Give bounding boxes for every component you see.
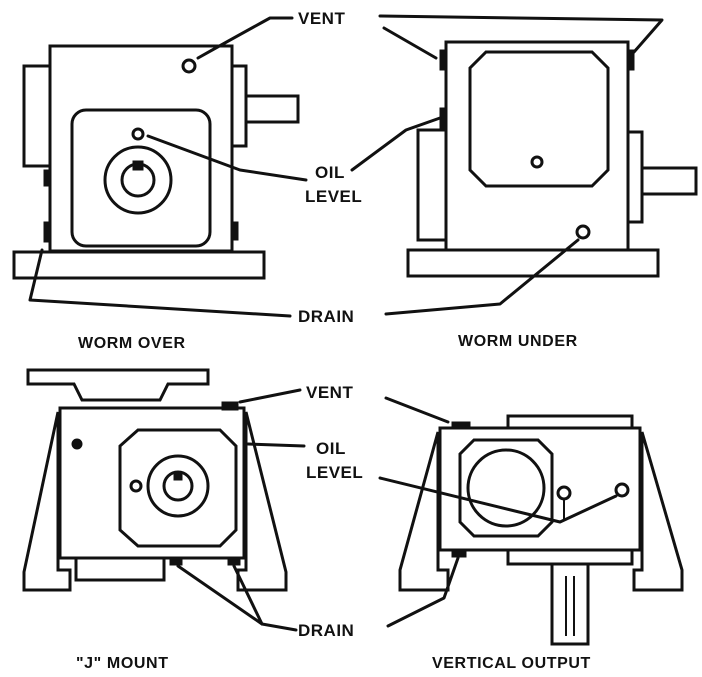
oil-level-plug bbox=[556, 485, 572, 501]
caption-vertical-output: VERTICAL OUTPUT bbox=[432, 655, 591, 672]
vertical-output-gearbox bbox=[398, 414, 684, 646]
label-oil-bottom: OIL bbox=[316, 439, 346, 458]
drain-plug bbox=[227, 557, 241, 566]
label-level-top: LEVEL bbox=[305, 187, 362, 206]
side-plug bbox=[43, 169, 51, 187]
vent-plug bbox=[451, 421, 471, 430]
label-oil-top: OIL bbox=[315, 163, 345, 182]
leader-lines bbox=[28, 14, 664, 632]
oil-level-plug bbox=[129, 479, 143, 493]
caption-worm-over: WORM OVER bbox=[78, 335, 186, 352]
oil-level-plug bbox=[131, 127, 145, 141]
drain-plug bbox=[575, 224, 591, 240]
label-vent-top: VENT bbox=[298, 9, 345, 28]
label-drain-bottom: DRAIN bbox=[298, 621, 354, 640]
worm-under-gearbox bbox=[406, 40, 698, 278]
drain-plug bbox=[43, 221, 52, 243]
vent-plug bbox=[439, 49, 447, 71]
drain-plug bbox=[169, 557, 183, 566]
oil-level-plug bbox=[530, 155, 544, 169]
drain-plug bbox=[451, 549, 467, 558]
callout-labels: VENT OIL LEVEL DRAIN VENT OIL LEVEL DRAI… bbox=[298, 9, 363, 640]
j-mount-gearbox bbox=[22, 368, 288, 592]
captions: WORM OVER WORM UNDER "J" MOUNT VERTICAL … bbox=[76, 333, 591, 672]
caption-j-mount: "J" MOUNT bbox=[76, 655, 169, 672]
label-drain-top: DRAIN bbox=[298, 307, 354, 326]
caption-worm-under: WORM UNDER bbox=[458, 333, 578, 350]
label-vent-bottom: VENT bbox=[306, 383, 353, 402]
vent-plug bbox=[221, 401, 239, 411]
label-level-bottom: LEVEL bbox=[306, 463, 363, 482]
worm-over-gearbox bbox=[12, 44, 300, 280]
oil-level-plug bbox=[614, 482, 630, 498]
vent-plug bbox=[627, 49, 635, 71]
vent-plug bbox=[181, 58, 197, 74]
